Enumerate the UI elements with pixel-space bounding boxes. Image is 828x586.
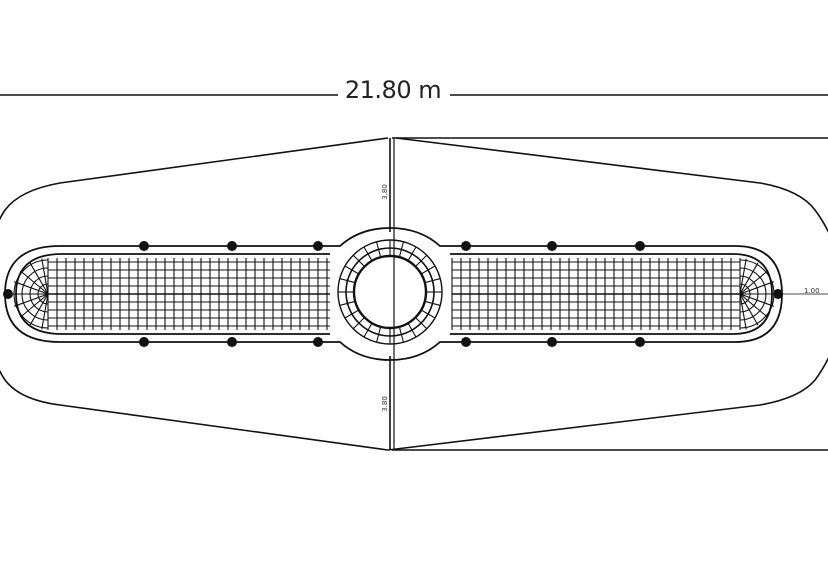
net-strand xyxy=(339,300,356,306)
net-strand xyxy=(420,309,436,319)
overall-dimension-label: 21.80 m xyxy=(338,74,448,106)
post xyxy=(139,241,149,251)
post xyxy=(461,241,471,251)
net-strand xyxy=(29,262,49,295)
net-strand xyxy=(407,322,417,338)
end-dim-right: 1.00 xyxy=(804,287,820,295)
post xyxy=(547,337,557,347)
net-strand xyxy=(420,265,436,275)
structure-outline xyxy=(4,227,783,361)
central-ring-inner xyxy=(352,254,428,330)
net-strand xyxy=(352,254,365,267)
post xyxy=(461,337,471,347)
safety-zone-outline-right-upper xyxy=(395,137,828,233)
net-strand xyxy=(13,293,49,307)
net-strand xyxy=(352,317,365,330)
net-strand xyxy=(424,278,441,284)
net-strand xyxy=(29,293,49,326)
net-strand xyxy=(376,326,382,343)
post xyxy=(547,241,557,251)
safety-zone-outline xyxy=(0,137,828,451)
post xyxy=(227,241,237,251)
net-strand xyxy=(398,241,404,258)
net-strand xyxy=(344,265,360,275)
net-strand xyxy=(376,241,382,258)
post xyxy=(227,337,237,347)
net-grid-right xyxy=(451,258,776,330)
net-strand xyxy=(424,300,441,306)
net-strand xyxy=(344,309,360,319)
net-strand xyxy=(415,317,428,330)
post xyxy=(139,337,149,347)
net-strand xyxy=(739,293,747,330)
vertical-dim-upper: 3.80 xyxy=(381,184,389,200)
net-strand xyxy=(20,270,49,295)
net-strand xyxy=(739,262,759,295)
net-strand xyxy=(398,326,404,343)
net-strand xyxy=(41,293,49,330)
net-strand xyxy=(13,281,49,295)
post xyxy=(313,241,323,251)
net-grid-left xyxy=(12,258,330,330)
net-strand xyxy=(363,246,373,262)
net-strand xyxy=(739,258,747,295)
net-strand xyxy=(41,258,49,295)
post xyxy=(635,337,645,347)
net-strand xyxy=(739,281,775,295)
end-post-left xyxy=(3,289,13,299)
net-strand xyxy=(363,322,373,338)
net-strand xyxy=(739,270,768,295)
net-strand xyxy=(415,254,428,267)
net-strand xyxy=(739,293,775,307)
net-strand xyxy=(339,278,356,284)
vertical-dim-lower: 3.80 xyxy=(381,396,389,412)
net-strand xyxy=(407,246,417,262)
net-strand xyxy=(739,293,768,318)
net-strand xyxy=(739,293,759,326)
post xyxy=(635,241,645,251)
post xyxy=(313,337,323,347)
central-ring-spokes xyxy=(338,240,442,344)
net-strand xyxy=(20,293,49,318)
end-post-right xyxy=(773,289,783,299)
